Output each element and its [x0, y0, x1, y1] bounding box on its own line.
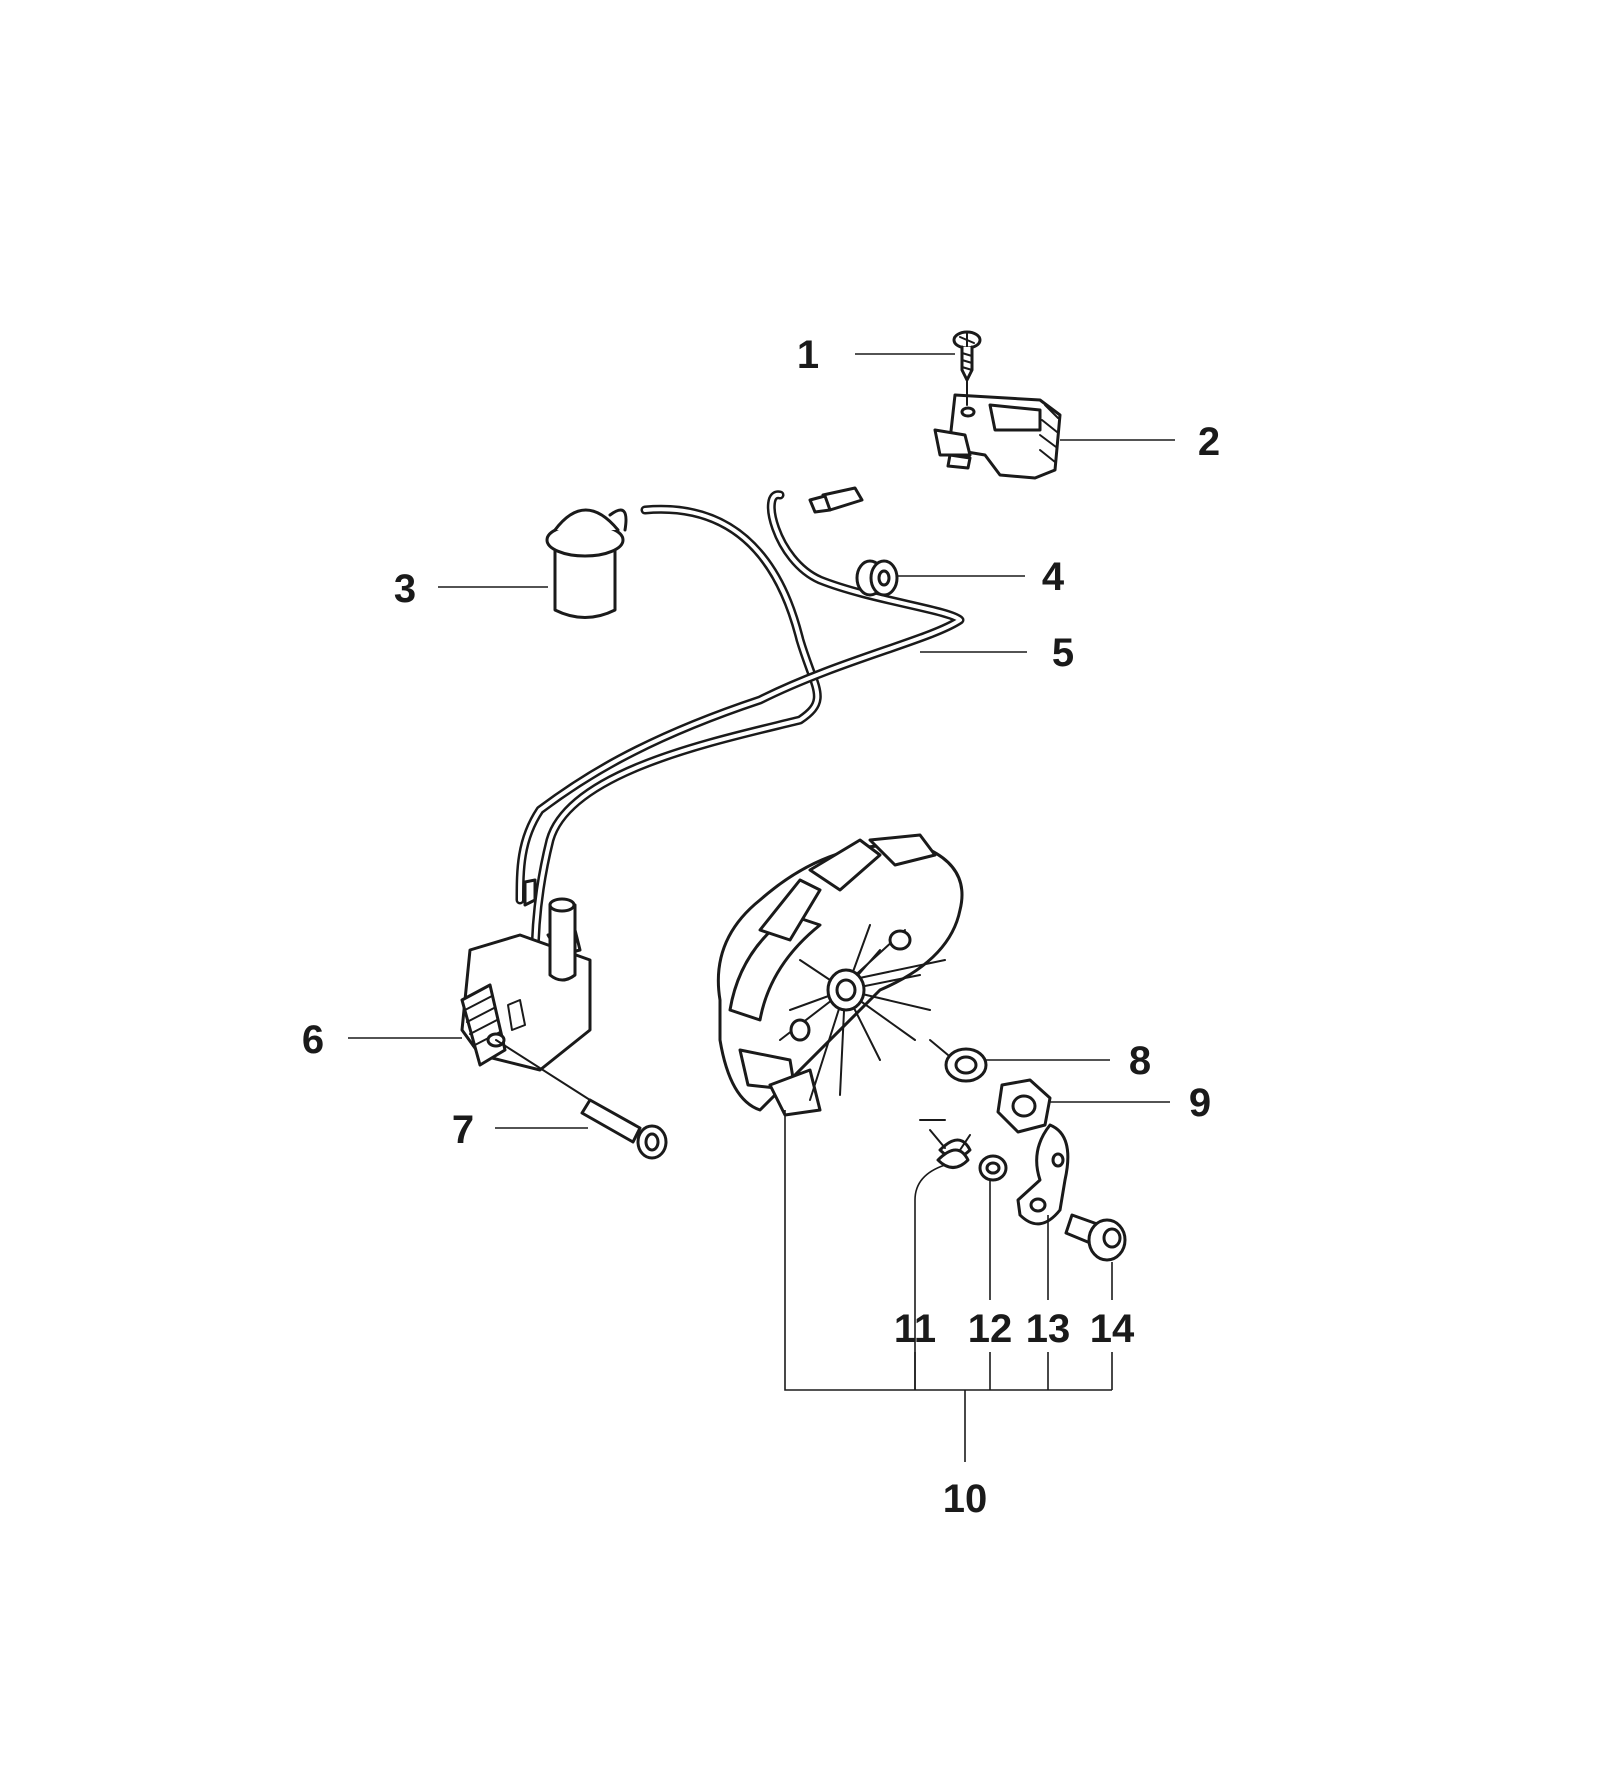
callout-11: 11 [894, 1307, 936, 1351]
callout-4: 4 [1042, 555, 1065, 599]
callout-6: 6 [302, 1018, 324, 1062]
callout-10: 10 [943, 1477, 988, 1521]
callout-1: 1 [797, 333, 819, 377]
callout-12: 12 [968, 1307, 1013, 1351]
pawl-part-13 [1016, 1123, 1070, 1226]
spring-part-11 [919, 1119, 972, 1169]
washer-part-12 [978, 1154, 1008, 1182]
callout-3: 3 [394, 567, 416, 611]
callout-9: 9 [1189, 1081, 1211, 1125]
callout-labels: 1 2 3 4 5 6 7 8 9 10 11 12 13 14 [302, 333, 1220, 1521]
ignition-wires [515, 490, 965, 965]
stop-switch-part-2 [933, 379, 1062, 480]
nut-part-9 [996, 1078, 1052, 1134]
leader-lines [348, 353, 1175, 1462]
washer-part-8 [929, 1039, 988, 1083]
ignition-module-part-6 [460, 878, 592, 1072]
callout-5: 5 [1052, 631, 1074, 675]
flywheel-part-10 [716, 833, 964, 1117]
grommet-part-4 [855, 559, 899, 597]
pawl-screw-part-14 [1064, 1213, 1127, 1262]
callout-14: 14 [1090, 1307, 1135, 1351]
screw-part-1 [952, 330, 982, 382]
callout-8: 8 [1129, 1039, 1151, 1083]
wire-connector [808, 486, 864, 514]
callout-13: 13 [1026, 1307, 1071, 1351]
callout-2: 2 [1198, 420, 1220, 464]
callout-7: 7 [452, 1108, 474, 1152]
spark-plug-cap-part-3 [545, 508, 628, 619]
bolt-part-7 [495, 1039, 668, 1160]
